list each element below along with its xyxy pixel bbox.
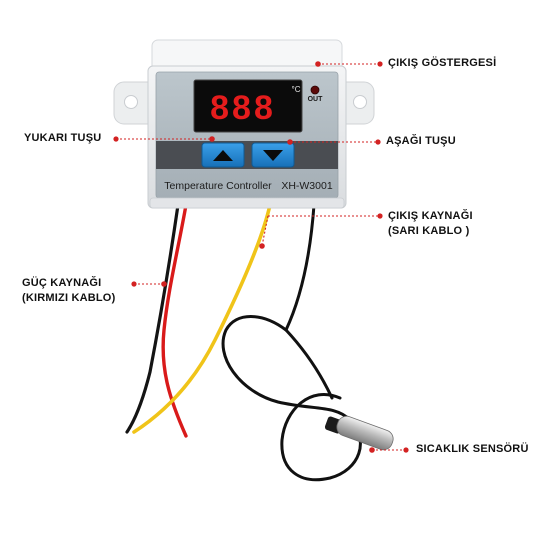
leader-lines — [113, 61, 409, 453]
unit-label: °C — [292, 85, 301, 94]
model-label: XH-W3001 — [281, 180, 333, 192]
triangle-up-icon — [213, 150, 233, 161]
callout-power: GÜÇ KAYNAĞI (KIRMIZI KABLO) — [22, 276, 115, 306]
sensor-cable — [221, 203, 362, 482]
callout-out-indicator-text: ÇIKIŞ GÖSTERGESİ — [388, 57, 497, 69]
callout-out-indicator: ÇIKIŞ GÖSTERGESİ — [388, 56, 496, 71]
callout-temp-sensor-text: SICAKLIK SENSÖRÜ — [416, 443, 529, 455]
triangle-down-icon — [263, 150, 283, 161]
callout-temp-sensor: SICAKLIK SENSÖRÜ — [416, 442, 529, 457]
callout-power-line1: GÜÇ KAYNAĞI — [22, 277, 102, 289]
up-button[interactable] — [201, 142, 245, 168]
temperature-probe — [324, 415, 394, 451]
display-window — [193, 79, 303, 133]
product-label: Temperature Controller — [164, 180, 272, 192]
bottom-shell-edge — [149, 197, 345, 209]
callout-output-source-line1: ÇIKIŞ KAYNAĞI — [388, 210, 473, 222]
button-strip — [156, 141, 338, 169]
controller-device: 888 °C OUT Temperature Controller XH-W30… — [113, 39, 375, 209]
callout-power-line2: (KIRMIZI KABLO) — [22, 292, 116, 304]
out-indicator-led — [310, 85, 320, 95]
display-digits: 888 — [210, 89, 276, 127]
wires — [125, 203, 362, 482]
callout-output-source: ÇIKIŞ KAYNAĞI (SARI KABLO ) — [388, 209, 473, 239]
down-button[interactable] — [251, 142, 295, 168]
callout-output-source-line2: (SARI KABLO ) — [388, 225, 470, 237]
yellow-output-wire — [132, 203, 272, 434]
callout-down-key-text: AŞAĞI TUŞU — [386, 135, 456, 147]
red-power-wire — [161, 203, 188, 438]
probe-tube — [336, 415, 394, 451]
callout-down-key: AŞAĞI TUŞU — [386, 134, 456, 149]
out-label: OUT — [308, 96, 324, 103]
sensor-cable-tail — [284, 328, 334, 400]
callout-up-key: YUKARI TUŞU — [24, 131, 101, 146]
callout-up-key-text: YUKARI TUŞU — [24, 132, 102, 144]
black-wire-left — [125, 203, 180, 434]
